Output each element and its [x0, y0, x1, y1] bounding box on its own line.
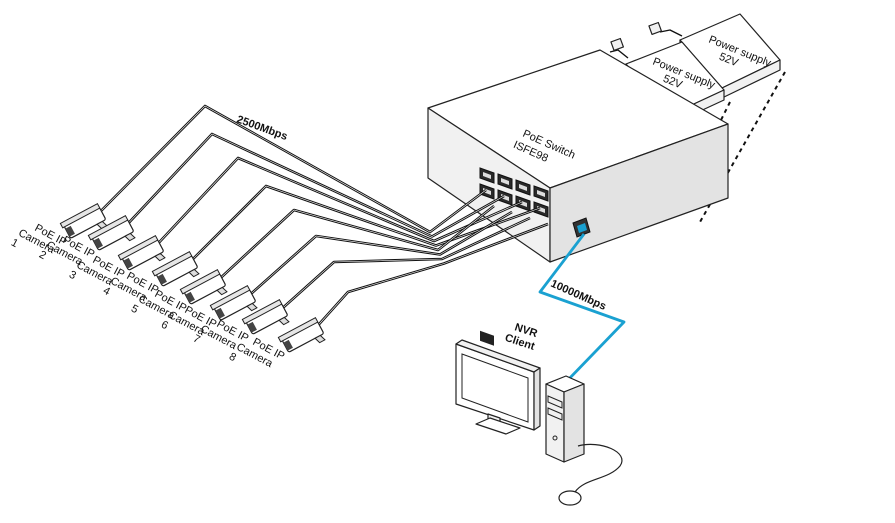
ip-camera-icon — [87, 215, 136, 251]
camera-label-number: 6 — [159, 319, 170, 332]
svg-text:PoE IPCamera1: PoE IPCamera1 — [9, 215, 69, 269]
ethernet-cable — [275, 216, 531, 315]
camera-label-number: 1 — [9, 237, 20, 250]
nvr-client: NVR Client — [455, 320, 623, 506]
ip-camera-icon — [151, 251, 200, 287]
camera-label-number: 8 — [227, 351, 238, 364]
camera-label-number: 3 — [67, 269, 78, 282]
camera-label-number: 5 — [129, 303, 140, 316]
ip-camera-icon — [209, 285, 258, 321]
camera-label-number: 2 — [37, 249, 48, 262]
ip-camera-icon — [241, 299, 290, 335]
ip-camera-icon — [179, 269, 228, 305]
fiber-uplink-cable — [538, 233, 626, 383]
camera-label-number: 4 — [101, 285, 112, 298]
svg-text:NVR Client: NVR Client — [503, 320, 541, 354]
switch-ports — [479, 167, 549, 218]
ip-camera-icon — [277, 317, 326, 353]
power-supply-back: Power supply 52V — [648, 13, 781, 99]
uplink-speed-label: 10000Mbps — [549, 278, 608, 313]
camera-cables — [93, 104, 549, 333]
ip-camera-icon — [117, 235, 166, 271]
camera-label-number: 7 — [191, 333, 202, 346]
mouse-icon — [558, 490, 582, 506]
monitor-stand — [475, 417, 521, 435]
switch-port-block — [480, 330, 494, 346]
sfp-module-icon — [577, 223, 587, 233]
